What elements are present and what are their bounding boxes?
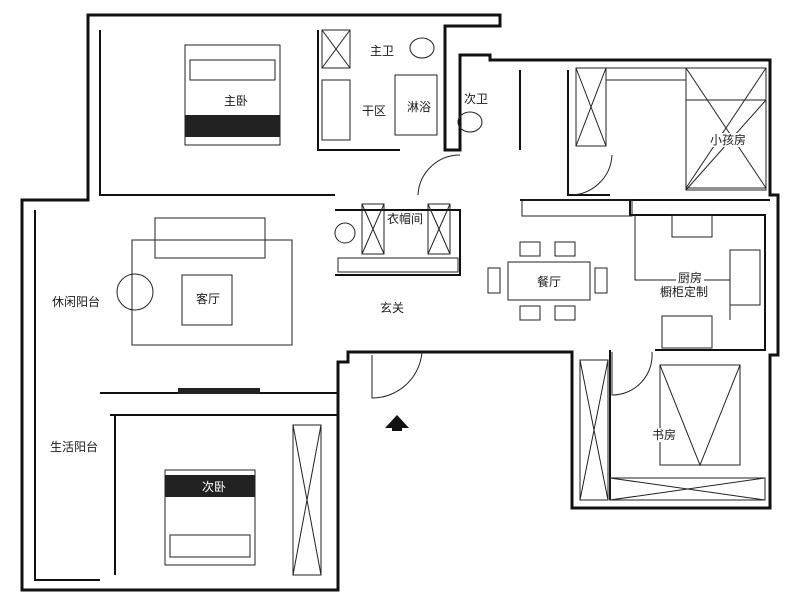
inner-walls — [34, 30, 770, 581]
master-bed — [184, 44, 281, 146]
outer-walls — [20, 13, 780, 592]
room-label-cabinet: 橱柜定制 — [658, 285, 711, 299]
room-label-living-balcony: 生活阳台 — [48, 440, 101, 454]
dining-table — [487, 241, 608, 321]
room-label-shower: 淋浴 — [405, 100, 434, 114]
room-label-second-bath: 次卫 — [462, 92, 491, 106]
room-label-kitchen: 厨房 — [676, 271, 705, 285]
room-label-second-bedroom: 次卧 — [200, 480, 229, 494]
room-label-master-bedroom: 主卧 — [222, 94, 251, 108]
room-label-living: 客厅 — [194, 292, 223, 306]
room-label-study: 书房 — [650, 428, 679, 442]
entrance-arrow-icon — [385, 415, 409, 428]
room-label-dry-area: 干区 — [360, 104, 389, 118]
wardrobes — [292, 29, 767, 576]
room-label-kids-room: 小孩房 — [708, 133, 749, 147]
room-label-dining: 餐厅 — [535, 275, 564, 289]
room-label-entrance: 玄关 — [378, 301, 407, 315]
study-bed — [659, 364, 741, 467]
living-furniture — [116, 217, 293, 394]
room-label-master-bath: 主卫 — [368, 44, 397, 58]
room-label-cloakroom: 衣帽间 — [385, 212, 426, 226]
doors — [371, 154, 653, 399]
bath-fixtures — [321, 37, 483, 244]
room-label-leisure-balcony: 休闲阳台 — [50, 295, 103, 309]
